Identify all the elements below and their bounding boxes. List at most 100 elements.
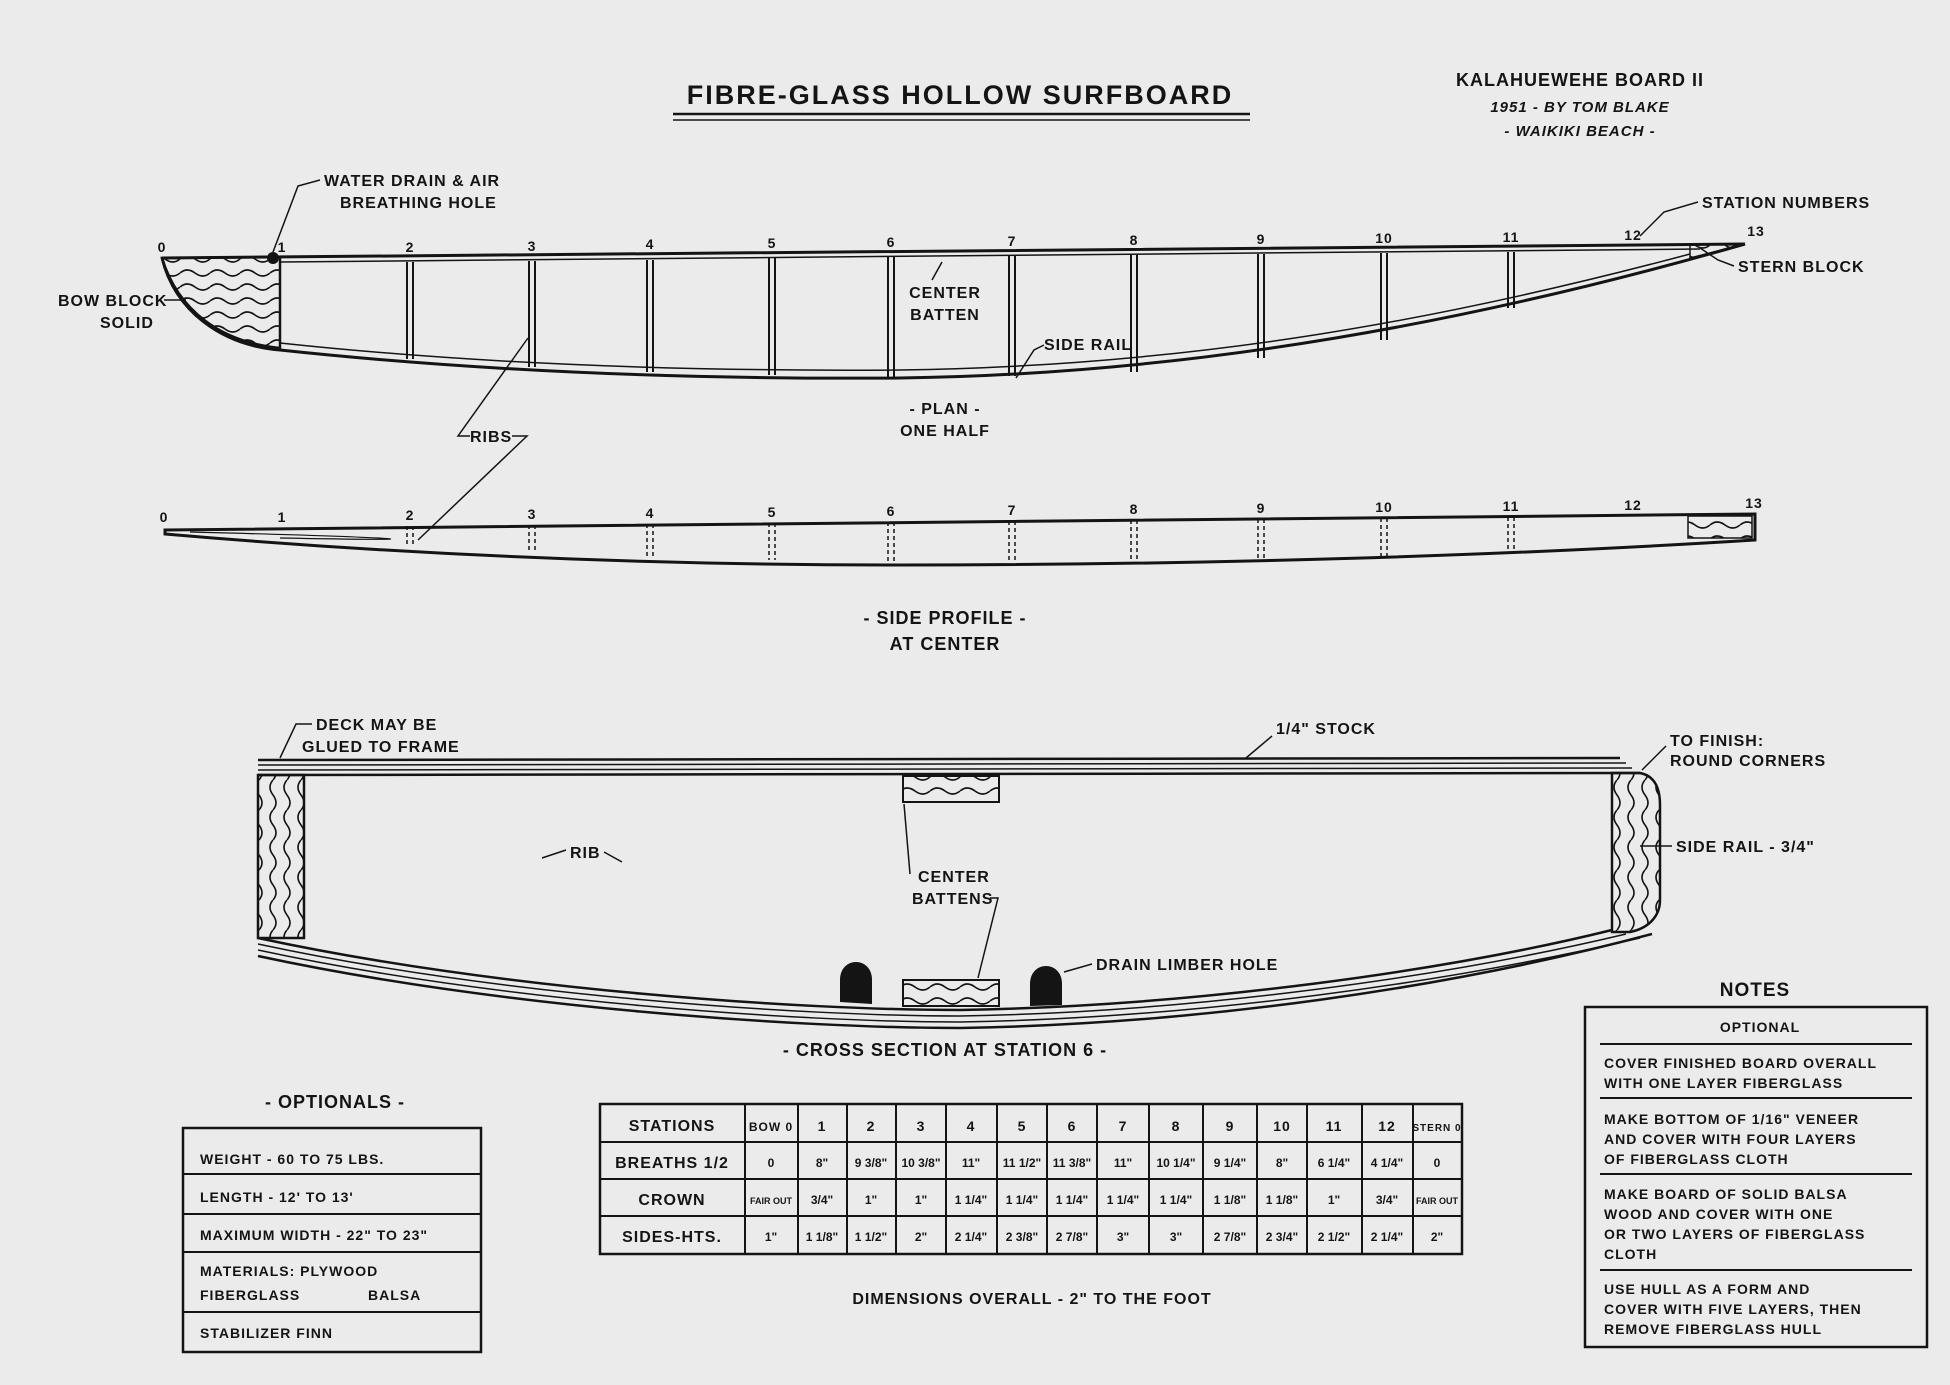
- crown-8: 1 1/4": [1160, 1193, 1192, 1207]
- profile-station-2: 2: [406, 507, 415, 523]
- plan-station-9: 9: [1257, 231, 1266, 247]
- side-ht-9: 2 7/8": [1214, 1230, 1246, 1244]
- side-ht-10: 2 3/4": [1266, 1230, 1298, 1244]
- note-2-line-1: MAKE BOTTOM OF 1/16" VENEER: [1604, 1111, 1859, 1127]
- plan-station-1: 1: [278, 239, 287, 255]
- side-ht-13: 2": [1431, 1230, 1443, 1244]
- table-station-3: 3: [917, 1118, 926, 1134]
- note-4-line-1: USE HULL AS A FORM AND: [1604, 1281, 1810, 1297]
- optional-materials: MATERIALS: PLYWOOD: [200, 1263, 378, 1279]
- note-1-line-2: WITH ONE LAYER FIBERGLASS: [1604, 1075, 1843, 1091]
- crown-12: 3/4": [1376, 1193, 1398, 1207]
- breath-11: 6 1/4": [1318, 1156, 1350, 1170]
- stern-block: [1689, 243, 1746, 259]
- plan-station-0: 0: [158, 239, 167, 255]
- plan-caption-1: - PLAN -: [909, 401, 980, 418]
- stern-block-label: STERN BLOCK: [1738, 259, 1865, 276]
- crown-9: 1 1/8": [1214, 1193, 1246, 1207]
- note-2-line-3: OF FIBERGLASS CLOTH: [1604, 1151, 1789, 1167]
- profile-station-12: 12: [1624, 497, 1642, 513]
- bottom-center-batten: [902, 979, 1000, 1007]
- side-profile: 0 1 2 3 4 5 6 7 8 9 10 11 12 13 - SIDE P…: [160, 495, 1762, 654]
- profile-station-9: 9: [1257, 500, 1266, 516]
- optional-weight: WEIGHT - 60 TO 75 LBS.: [200, 1151, 384, 1167]
- side-ht-5: 2 3/8": [1006, 1230, 1038, 1244]
- table-station-6: 6: [1068, 1118, 1077, 1134]
- stock-label: 1/4" STOCK: [1276, 721, 1376, 738]
- station-numbers-label: STATION NUMBERS: [1702, 195, 1870, 212]
- breath-13: 0: [1434, 1156, 1441, 1170]
- row-label-sides: SIDES-HTS.: [622, 1229, 722, 1246]
- profile-station-7: 7: [1008, 502, 1017, 518]
- left-side-rail: [256, 773, 306, 940]
- rib-label: RIB: [570, 845, 601, 862]
- plan-station-11: 11: [1503, 229, 1520, 245]
- center-battens-label-1: CENTER: [918, 869, 990, 886]
- right-side-rail: [1610, 771, 1662, 934]
- plan-station-10: 10: [1375, 230, 1393, 246]
- plan-station-7: 7: [1008, 233, 1017, 249]
- side-ht-6: 2 7/8": [1056, 1230, 1088, 1244]
- profile-station-3: 3: [528, 506, 537, 522]
- cross-caption: - CROSS SECTION AT STATION 6 -: [783, 1040, 1107, 1060]
- center-batten-label-2: BATTEN: [910, 307, 980, 324]
- crown-6: 1 1/4": [1056, 1193, 1088, 1207]
- optional-balsa: BALSA: [368, 1287, 421, 1303]
- crown-3: 1": [915, 1193, 927, 1207]
- notes-panel: NOTES OPTIONAL COVER FINISHED BOARD OVER…: [1583, 980, 1929, 1349]
- bow-block-label-2: SOLID: [100, 315, 154, 332]
- crown-2: 1": [865, 1193, 877, 1207]
- side-ht-7: 3": [1117, 1230, 1129, 1244]
- crown-13: FAIR OUT: [1416, 1196, 1459, 1206]
- profile-caption-1: - SIDE PROFILE -: [863, 608, 1026, 628]
- profile-station-1: 1: [278, 509, 287, 525]
- breath-12: 4 1/4": [1371, 1156, 1403, 1170]
- center-batten-label-1: CENTER: [909, 285, 981, 302]
- side-ht-3: 2": [915, 1230, 927, 1244]
- side-ht-0: 1": [765, 1230, 777, 1244]
- finish-label-1: TO FINISH:: [1670, 733, 1764, 750]
- note-3-line-3: OR TWO LAYERS OF FIBERGLASS: [1604, 1226, 1865, 1242]
- plan-station-3: 3: [528, 238, 537, 254]
- deck-label-1: DECK MAY BE: [316, 717, 437, 734]
- crown-7: 1 1/4": [1107, 1193, 1139, 1207]
- breath-4: 11": [962, 1156, 980, 1170]
- board-name: KALAHUEWEHE BOARD II: [1456, 70, 1704, 90]
- plan-station-5: 5: [768, 235, 777, 251]
- optionals-title: - OPTIONALS -: [265, 1092, 405, 1112]
- breath-8: 10 1/4": [1156, 1156, 1195, 1170]
- note-3-line-4: CLOTH: [1604, 1246, 1657, 1262]
- cross-side-rail-label: SIDE RAIL - 3/4": [1676, 839, 1815, 856]
- finish-label-2: ROUND CORNERS: [1670, 753, 1826, 770]
- plan-station-6: 6: [887, 234, 896, 250]
- plan-station-12: 12: [1624, 227, 1642, 243]
- profile-stern-block: [1687, 515, 1753, 539]
- profile-station-11: 11: [1503, 498, 1520, 514]
- plan-ribs: [406, 252, 1515, 377]
- side-ht-12: 2 1/4": [1371, 1230, 1403, 1244]
- breath-1: 8": [816, 1156, 828, 1170]
- profile-station-4: 4: [646, 505, 655, 521]
- table-station-10: 10: [1273, 1118, 1291, 1134]
- ribs-label: RIBS: [470, 429, 512, 446]
- side-ht-1: 1 1/8": [806, 1230, 838, 1244]
- drawing-title: FIBRE-GLASS HOLLOW SURFBOARD: [687, 80, 1233, 110]
- top-center-batten: [902, 775, 1000, 803]
- profile-station-5: 5: [768, 504, 777, 520]
- water-drain-label-2: BREATHING HOLE: [340, 195, 497, 212]
- table-station-bow: BOW 0: [749, 1120, 793, 1134]
- profile-station-6: 6: [887, 503, 896, 519]
- profile-station-8: 8: [1130, 501, 1139, 517]
- table-station-1: 1: [818, 1118, 827, 1134]
- stations-table: STATIONS BREATHS 1/2 CROWN SIDES-HTS. BO…: [598, 1102, 1464, 1308]
- crown-4: 1 1/4": [955, 1193, 987, 1207]
- profile-outline: [163, 512, 1757, 567]
- note-4-line-3: REMOVE FIBERGLASS HULL: [1604, 1321, 1822, 1337]
- plan-outline: [160, 242, 1746, 380]
- crown-11: 1": [1328, 1193, 1340, 1207]
- optional-fiberglass: FIBERGLASS: [200, 1287, 300, 1303]
- crown-5: 1 1/4": [1006, 1193, 1038, 1207]
- drain-limber-label: DRAIN LIMBER HOLE: [1096, 957, 1278, 974]
- row-label-crown: CROWN: [638, 1192, 705, 1209]
